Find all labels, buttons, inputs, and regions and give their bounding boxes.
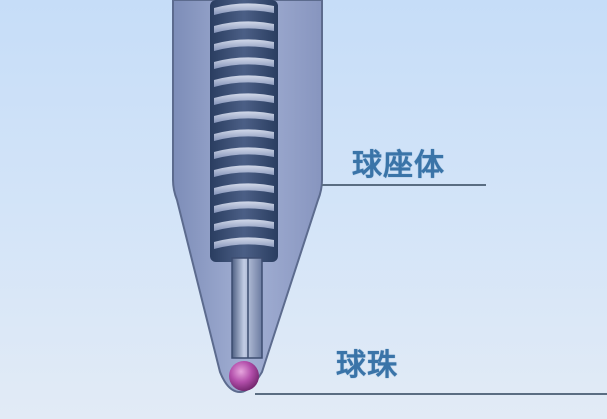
ball (229, 361, 259, 391)
spring-coils (214, 3, 274, 249)
leader-line-ball-seat (322, 184, 486, 186)
label-ball-seat: 球座体 (352, 148, 445, 183)
ink-rod (231, 257, 263, 359)
leader-line-ball (255, 393, 607, 395)
label-ball: 球珠 (336, 348, 398, 383)
